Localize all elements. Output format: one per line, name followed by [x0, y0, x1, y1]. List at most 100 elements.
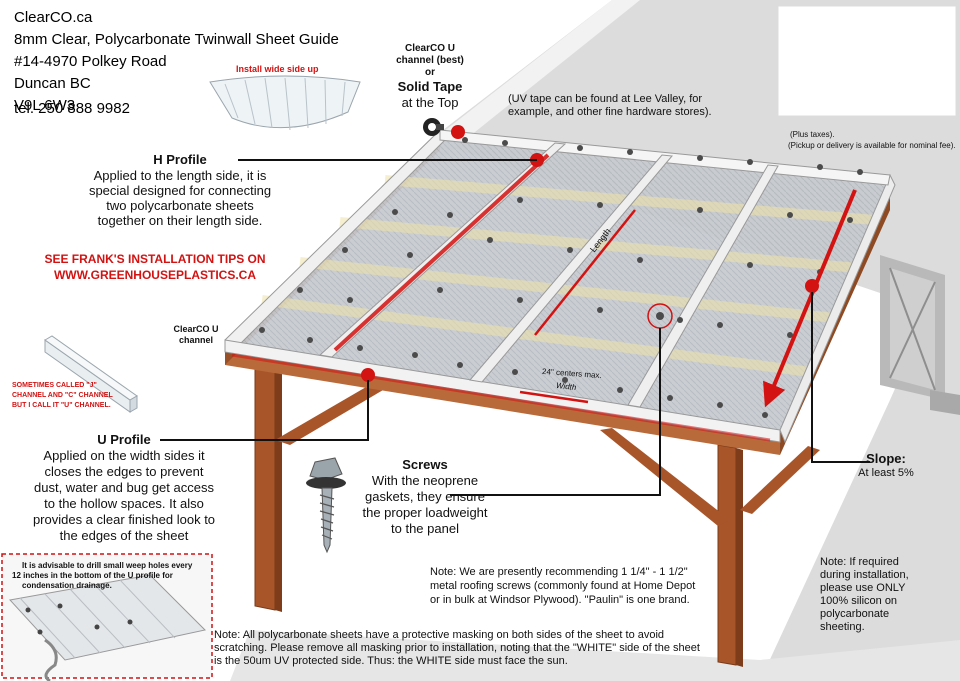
top-channel-line: channel (best) — [396, 55, 464, 66]
silicon-note: Note: If required during installation, p… — [820, 556, 909, 634]
blank-panel — [777, 5, 957, 117]
screw-highlight-dot — [656, 312, 664, 320]
header-line: tel. 250 888 9982 — [14, 100, 130, 117]
front-left-post-side — [275, 370, 282, 612]
silicon-line: Note: If required — [820, 556, 899, 568]
slope-value: At least 5% — [858, 467, 914, 479]
h-profile-title: H Profile — [153, 152, 207, 167]
screw-note-line: Note: We are presently recommending 1 1/… — [430, 566, 688, 578]
right-knee-brace — [600, 428, 730, 526]
ground — [230, 630, 960, 681]
right-knee-brace-2 — [740, 446, 820, 514]
h-profile-line: together on their length side. — [97, 213, 263, 228]
front-right-post — [717, 444, 737, 666]
silicon-line: during installation, — [820, 569, 909, 581]
masking-line: Note: All polycarbonate sheets have a pr… — [214, 629, 665, 641]
u-profile-title: U Profile — [97, 432, 151, 447]
header-line: #14-4970 Polkey Road — [14, 53, 167, 70]
width-marker — [519, 390, 589, 404]
h-profile-highlight — [333, 153, 550, 352]
pricing-note: (Plus taxes). (Pickup or delivery is ava… — [788, 129, 956, 151]
h-profile-line: Applied to the length side, it is — [93, 168, 267, 183]
front-right-post-side — [736, 448, 743, 667]
header-line: ClearCO.ca — [14, 9, 93, 26]
screws-line: the proper loadweight — [362, 505, 488, 520]
screw-recommendation-note: Note: We are presently recommending 1 1/… — [430, 565, 695, 607]
tape-roll-icon — [423, 118, 444, 136]
masking-line: is the 50um UV protected side. Thus: the… — [214, 655, 568, 667]
pricing-line: (Plus taxes). — [790, 130, 835, 139]
bench — [930, 390, 960, 415]
front-left-post — [254, 364, 276, 611]
h-profile-line: special designed for connecting — [88, 183, 272, 198]
top-channel-line: at the Top — [401, 95, 459, 110]
uv-tape-note: (UV tape can be found at Lee Valley, for… — [508, 93, 712, 119]
masking-note: Note: All polycarbonate sheets have a pr… — [214, 629, 700, 668]
header-line: 8mm Clear, Polycarbonate Twinwall Sheet … — [14, 31, 339, 48]
u-profile-line: Applied on the width sides it — [43, 448, 205, 463]
silicon-line: polycarbonate — [820, 608, 890, 620]
j-channel-note: SOMETIMES CALLED "J" CHANNEL AND "C" CHA… — [12, 381, 113, 411]
h-profile-callout: H Profile Applied to the length side, it… — [70, 152, 290, 228]
top-channel-line: ClearCO U — [404, 43, 455, 54]
h-profile-line: two polycarbonate sheets — [106, 198, 254, 213]
u-profile-highlight — [231, 353, 771, 442]
top-tape-marker — [451, 125, 465, 139]
u-profile-line: the edges of the sheet — [59, 528, 189, 543]
uv-tape-line: (UV tape can be found at Lee Valley, for — [508, 93, 703, 105]
roof-edge — [420, 0, 640, 160]
silicon-line: sheeting. — [820, 621, 865, 633]
u-profile-line: to the hollow spaces. It also — [44, 496, 204, 511]
u-channel-piece — [44, 335, 138, 413]
screws-title: Screws — [402, 457, 448, 472]
uv-tape-line: example, and other fine hardware stores)… — [508, 106, 712, 118]
slope-title: Slope: — [866, 451, 906, 466]
screws-line: to the panel — [391, 521, 459, 536]
u-profile-line: closes the edges to prevent — [44, 464, 204, 479]
slope-marker — [805, 279, 819, 293]
screws-callout: Screws With the neoprene gaskets, they e… — [345, 457, 505, 537]
franks-tips: SEE FRANK'S INSTALLATION TIPS ON WWW.GRE… — [20, 251, 290, 283]
weep-hole-inset-drawing — [9, 574, 207, 681]
u-profile-marker — [361, 368, 375, 382]
screws-line: With the neoprene — [371, 473, 479, 488]
leader-lines — [160, 159, 870, 496]
screw-note-line: metal roofing screws (commonly found at … — [430, 580, 696, 592]
screw-illustration — [306, 457, 346, 554]
header-line: Duncan BC — [14, 75, 91, 92]
weep-line: 12 inches in the bottom of the U profile… — [12, 571, 173, 580]
install-wide-label: Install wide side up — [236, 64, 319, 74]
top-channel-line: or — [425, 67, 435, 78]
j-channel-line: CHANNEL AND "C" CHANNEL — [12, 392, 113, 399]
u-profile-line: provides a clear finished look to — [32, 512, 216, 527]
top-channel-line: Solid Tape — [397, 79, 463, 94]
franks-tips-line: WWW.GREENHOUSEPLASTICS.CA — [53, 268, 256, 282]
twinwall-sheet-profile — [209, 75, 361, 131]
weep-line: It is advisable to drill small weep hole… — [22, 561, 193, 570]
side-channel-line: channel — [178, 335, 213, 345]
u-profile-callout: U Profile Applied on the width sides it … — [14, 432, 234, 544]
masking-line: scratching. Please remove all masking pr… — [214, 642, 700, 654]
right-u-channel — [779, 173, 896, 444]
screws-line: gaskets, they ensure — [365, 489, 485, 504]
shed-brace-2 — [889, 281, 936, 379]
length-arrow — [534, 209, 636, 336]
h-profile-3 — [627, 164, 779, 408]
header-line: V9L 6W3 — [14, 97, 76, 114]
silicon-line: please use ONLY — [820, 582, 906, 594]
j-channel-line: SOMETIMES CALLED "J" — [12, 382, 97, 389]
silicon-line: 100% silicon on — [820, 595, 898, 607]
side-channel-line: ClearCO U — [173, 324, 219, 334]
j-channel-line: BUT I CALL IT "U" CHANNEL. — [12, 402, 111, 409]
weep-line: condensation drainage. — [22, 581, 112, 590]
top-channel-label: ClearCO U channel (best) or Solid Tape a… — [390, 43, 470, 110]
screw-dots — [259, 137, 863, 418]
h-profile-2 — [469, 154, 673, 383]
slope-callout: Slope: At least 5% — [846, 451, 926, 480]
screw-note-line: or in bulk at Windsor Plywood). "Paulin"… — [430, 594, 690, 606]
pricing-line: (Pickup or delivery is available for nom… — [788, 141, 956, 150]
weep-hole-note: It is advisable to drill small weep hole… — [12, 561, 192, 591]
franks-tips-line: SEE FRANK'S INSTALLATION TIPS ON — [44, 252, 266, 266]
